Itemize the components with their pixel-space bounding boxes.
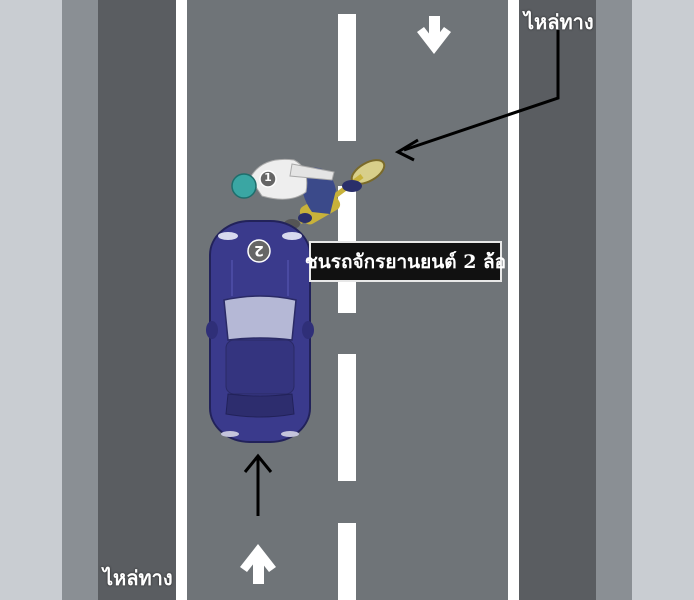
approach-arrow-icon <box>243 453 273 516</box>
motorcycle-number-badge: 1 <box>264 171 272 184</box>
center-dash <box>338 523 356 600</box>
edge-line-left <box>176 0 187 600</box>
edge-line-right <box>508 0 519 600</box>
shoulder-left <box>98 0 176 600</box>
center-dash <box>338 14 356 141</box>
shoulder-label-top: ไหล่ทาง <box>524 10 594 34</box>
outer-area-right <box>632 0 694 600</box>
shoulder-label-bottom: ไหล่ทาง <box>103 566 173 590</box>
arrow-down-icon <box>417 16 451 54</box>
shoulder-right <box>519 0 596 600</box>
motorcycle-rider <box>231 158 386 229</box>
shoulder-edge-left <box>62 0 98 600</box>
car-number-badge: 2 <box>254 242 264 258</box>
collision-callout: ชนรถจักรยานยนต์ 2 ล้อ <box>305 241 506 282</box>
center-dash <box>338 354 356 481</box>
arrow-up-icon <box>240 544 276 584</box>
car <box>206 220 314 443</box>
outer-area-left <box>0 0 62 600</box>
pointer-arrow-icon <box>394 30 560 162</box>
shoulder-edge-right <box>596 0 632 600</box>
